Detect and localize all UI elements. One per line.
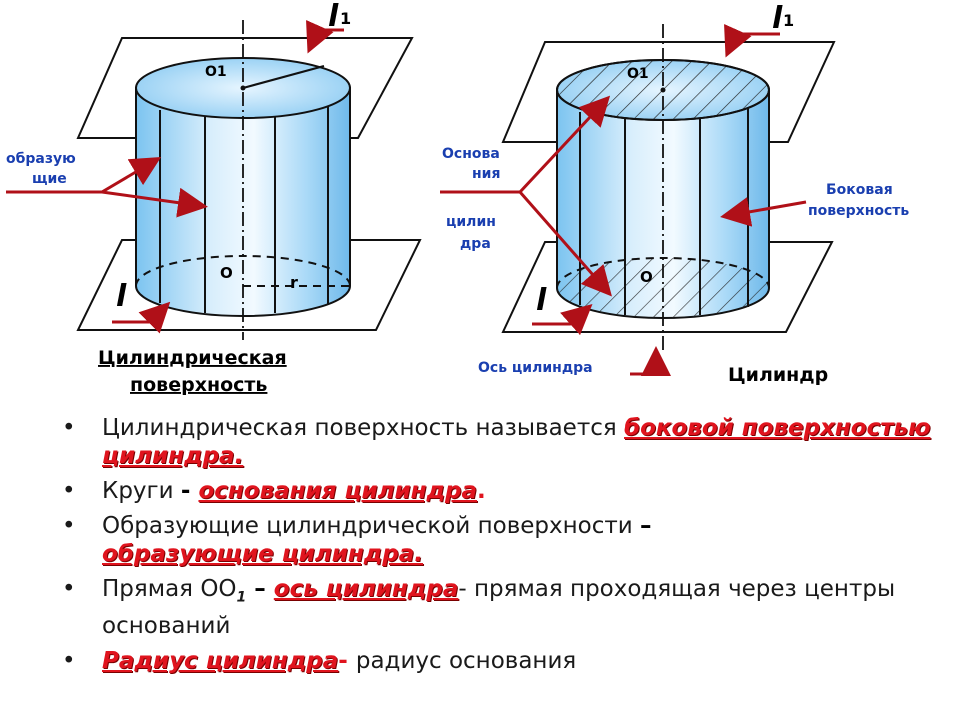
left-top-radius <box>242 64 325 90</box>
right-lateral-label-1: Боковая <box>826 182 893 198</box>
definition-tail: . <box>477 478 486 504</box>
bullet: • <box>62 513 76 539</box>
right-label-o: O <box>640 268 653 286</box>
right-bases-arrow-bottom <box>518 191 612 297</box>
left-figure: O1 O r l 1 l образую щие Цилиндрическая … <box>6 0 422 396</box>
bullet: • <box>62 576 76 602</box>
left-bottom-base-hidden <box>135 255 351 287</box>
right-bases-label-2: ния <box>472 166 500 182</box>
definition-text: Круги <box>102 478 181 504</box>
bullet: • <box>62 478 76 504</box>
definitions-list: • Цилиндрическая поверхность называется … <box>62 414 942 682</box>
definition-tail: радиус основания <box>355 647 577 674</box>
definition-item-4: • Прямая OO1 – ось цилиндра- прямая прох… <box>62 575 942 640</box>
definition-item-3: • Образующие цилиндрической поверхности … <box>62 512 942 568</box>
definition-term: боковой поверхностью цилиндра. <box>102 415 931 469</box>
bullet: • <box>62 415 76 441</box>
left-generators-label-2: щие <box>32 171 67 187</box>
definition-item-5: • Радиус цилиндра- радиус основания <box>62 647 942 675</box>
definition-term: ось цилиндра <box>273 576 459 602</box>
right-bases-label-4: дра <box>460 236 491 252</box>
right-label-l1: l <box>772 1 783 36</box>
left-label-o1: O1 <box>205 64 227 80</box>
left-l-arrow <box>112 301 171 334</box>
right-l1-arrow <box>724 23 780 58</box>
left-label-r: r <box>290 273 298 292</box>
right-bases-label-3: цилин <box>446 214 496 230</box>
definition-subscript: 1 <box>236 589 247 606</box>
left-label-l: l <box>116 279 127 314</box>
right-figure: O1 O l 1 l Основа ния цилин дра Боковая … <box>440 1 909 386</box>
definition-term: образующие цилиндра. <box>102 541 424 567</box>
definition-item-2: • Круги - основания цилиндра. <box>62 477 942 505</box>
left-label-o: O <box>220 264 233 282</box>
definition-text: Цилиндрическая поверхность называется <box>102 415 625 441</box>
right-label-l: l <box>536 283 547 318</box>
left-caption-1: Цилиндрическая <box>98 347 287 369</box>
left-generators-arrow-2 <box>101 187 208 218</box>
right-lateral-arrow <box>720 197 807 227</box>
cylinder-diagram: O1 O r l 1 l образую щие Цилиндрическая … <box>6 0 909 396</box>
definition-separator: – <box>246 576 274 602</box>
right-l-arrow <box>532 304 593 336</box>
definition-separator: - <box>180 478 199 504</box>
right-axis-arrow <box>630 346 671 376</box>
right-bases-arrow-top <box>518 95 611 194</box>
definition-text: Образующие цилиндрической поверхности <box>102 513 641 539</box>
definition-item-1: • Цилиндрическая поверхность называется … <box>62 414 942 470</box>
definition-term: основания цилиндра <box>198 478 478 504</box>
right-label-l1-sub: 1 <box>783 11 794 30</box>
definition-text: Прямая OO <box>102 576 237 602</box>
definition-term: Радиус цилиндра <box>102 647 339 674</box>
left-generators-label-1: образую <box>6 151 76 167</box>
right-caption: Цилиндр <box>728 364 828 386</box>
right-axis-label: Ось цилиндра <box>478 360 593 376</box>
right-bases-label-1: Основа <box>442 146 500 162</box>
right-lateral-label-2: поверхность <box>808 203 909 219</box>
bullet: • <box>62 647 76 674</box>
definition-separator: – <box>640 513 652 539</box>
left-label-l1-sub: 1 <box>340 9 351 28</box>
left-label-l1: l <box>328 0 339 34</box>
right-label-o1: O1 <box>627 66 649 82</box>
definition-separator: - <box>338 647 356 674</box>
left-caption-2: поверхность <box>130 374 267 396</box>
definition-tail: - прямая проходящая через центры основан… <box>102 576 896 639</box>
left-l1-arrow <box>306 19 344 54</box>
left-generators-arrow-1 <box>101 156 162 194</box>
